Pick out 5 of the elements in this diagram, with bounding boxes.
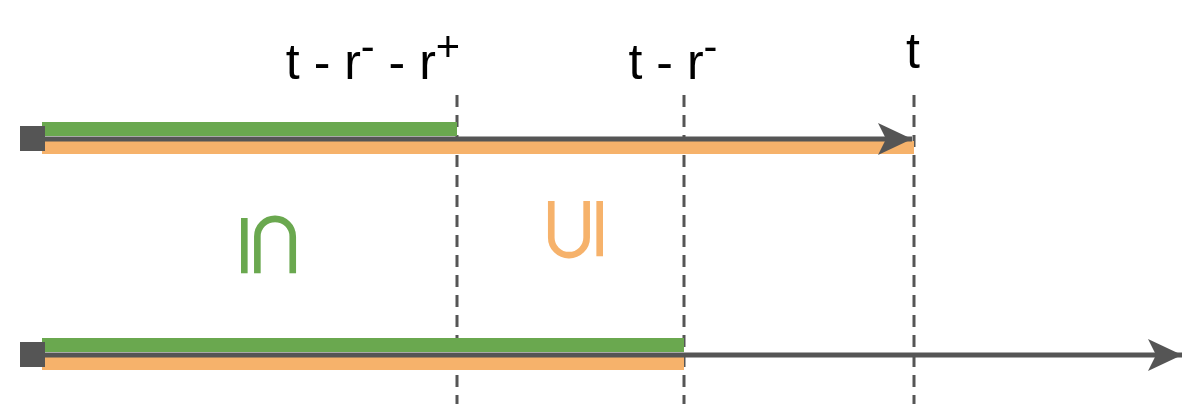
time-label: t - r$^{-}$: [628, 26, 718, 87]
time-label: t - r$^{-}$ - r$^{+}$: [285, 26, 461, 87]
time-label: t: [906, 26, 920, 76]
subset-symbol: ⊆: [527, 191, 617, 267]
subset-symbol: ⊆: [227, 207, 317, 283]
